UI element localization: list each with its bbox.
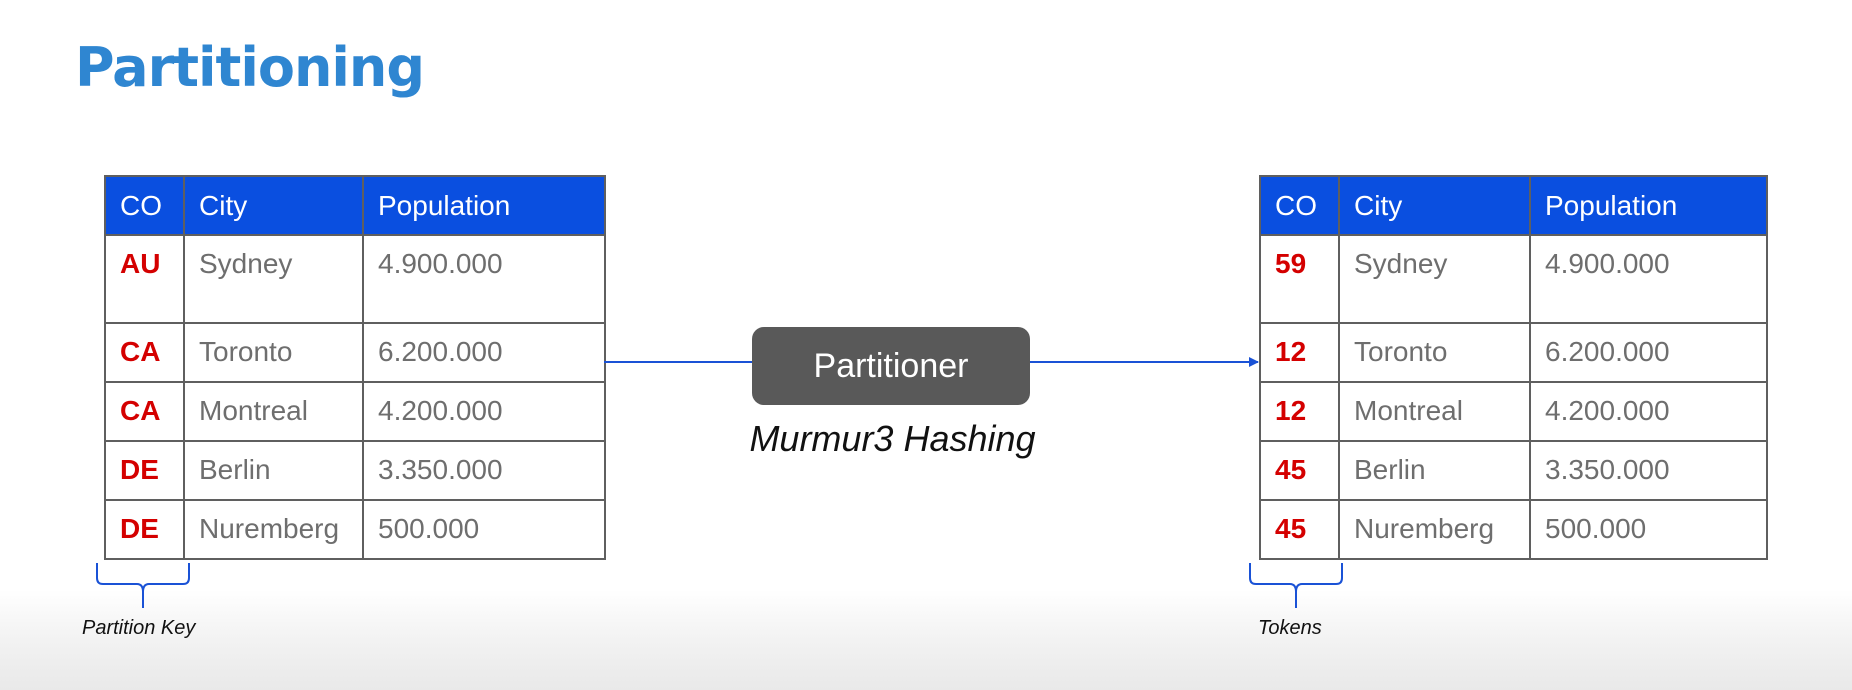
partition-key-brace-icon (96, 563, 190, 608)
population-cell: 3.350.000 (1529, 440, 1768, 501)
token-cell: 59 (1259, 234, 1340, 324)
table-row: 45 Berlin 3.350.000 (1259, 440, 1768, 501)
table-row: CA Toronto 6.200.000 (104, 322, 606, 383)
partition-key-cell: AU (104, 234, 185, 324)
table-row: 45 Nuremberg 500.000 (1259, 499, 1768, 560)
tokens-label: Tokens (1258, 617, 1322, 639)
column-header-city: City (1338, 175, 1531, 236)
population-cell: 4.900.000 (362, 234, 606, 324)
city-cell: Berlin (1338, 440, 1531, 501)
city-cell: Toronto (183, 322, 364, 383)
city-cell: Montreal (183, 381, 364, 442)
city-cell: Toronto (1338, 322, 1531, 383)
table-header-row: CO City Population (1259, 175, 1768, 236)
partitioner-node: Partitioner (752, 327, 1030, 405)
partition-key-cell: CA (104, 381, 185, 442)
city-cell: Sydney (183, 234, 364, 324)
source-table: CO City Population AU Sydney 4.900.000 C… (104, 175, 606, 560)
token-table: CO City Population 59 Sydney 4.900.000 1… (1259, 175, 1768, 560)
column-header-city: City (183, 175, 364, 236)
hashing-method-label: Murmur3 Hashing (749, 418, 1036, 459)
table-row: CA Montreal 4.200.000 (104, 381, 606, 442)
column-header-co: CO (104, 175, 185, 236)
city-cell: Berlin (183, 440, 364, 501)
table-row: DE Nuremberg 500.000 (104, 499, 606, 560)
table-header-row: CO City Population (104, 175, 606, 236)
population-cell: 6.200.000 (362, 322, 606, 383)
city-cell: Nuremberg (1338, 499, 1531, 560)
partition-key-cell: CA (104, 322, 185, 383)
population-cell: 4.200.000 (1529, 381, 1768, 442)
tokens-brace-icon (1249, 563, 1343, 608)
table-row: 12 Montreal 4.200.000 (1259, 381, 1768, 442)
token-cell: 12 (1259, 381, 1340, 442)
token-cell: 45 (1259, 440, 1340, 501)
city-cell: Montreal (1338, 381, 1531, 442)
page-title: Partitioning (75, 36, 425, 99)
population-cell: 4.200.000 (362, 381, 606, 442)
token-cell: 45 (1259, 499, 1340, 560)
table-row: 59 Sydney 4.900.000 (1259, 234, 1768, 324)
city-cell: Sydney (1338, 234, 1531, 324)
city-cell: Nuremberg (183, 499, 364, 560)
population-cell: 3.350.000 (362, 440, 606, 501)
population-cell: 6.200.000 (1529, 322, 1768, 383)
table-row: DE Berlin 3.350.000 (104, 440, 606, 501)
population-cell: 500.000 (362, 499, 606, 560)
table-row: 12 Toronto 6.200.000 (1259, 322, 1768, 383)
population-cell: 500.000 (1529, 499, 1768, 560)
column-header-co: CO (1259, 175, 1340, 236)
column-header-population: Population (362, 175, 606, 236)
partition-key-label: Partition Key (82, 617, 196, 639)
partition-key-cell: DE (104, 499, 185, 560)
table-row: AU Sydney 4.900.000 (104, 234, 606, 324)
token-cell: 12 (1259, 322, 1340, 383)
column-header-population: Population (1529, 175, 1768, 236)
population-cell: 4.900.000 (1529, 234, 1768, 324)
partition-key-cell: DE (104, 440, 185, 501)
